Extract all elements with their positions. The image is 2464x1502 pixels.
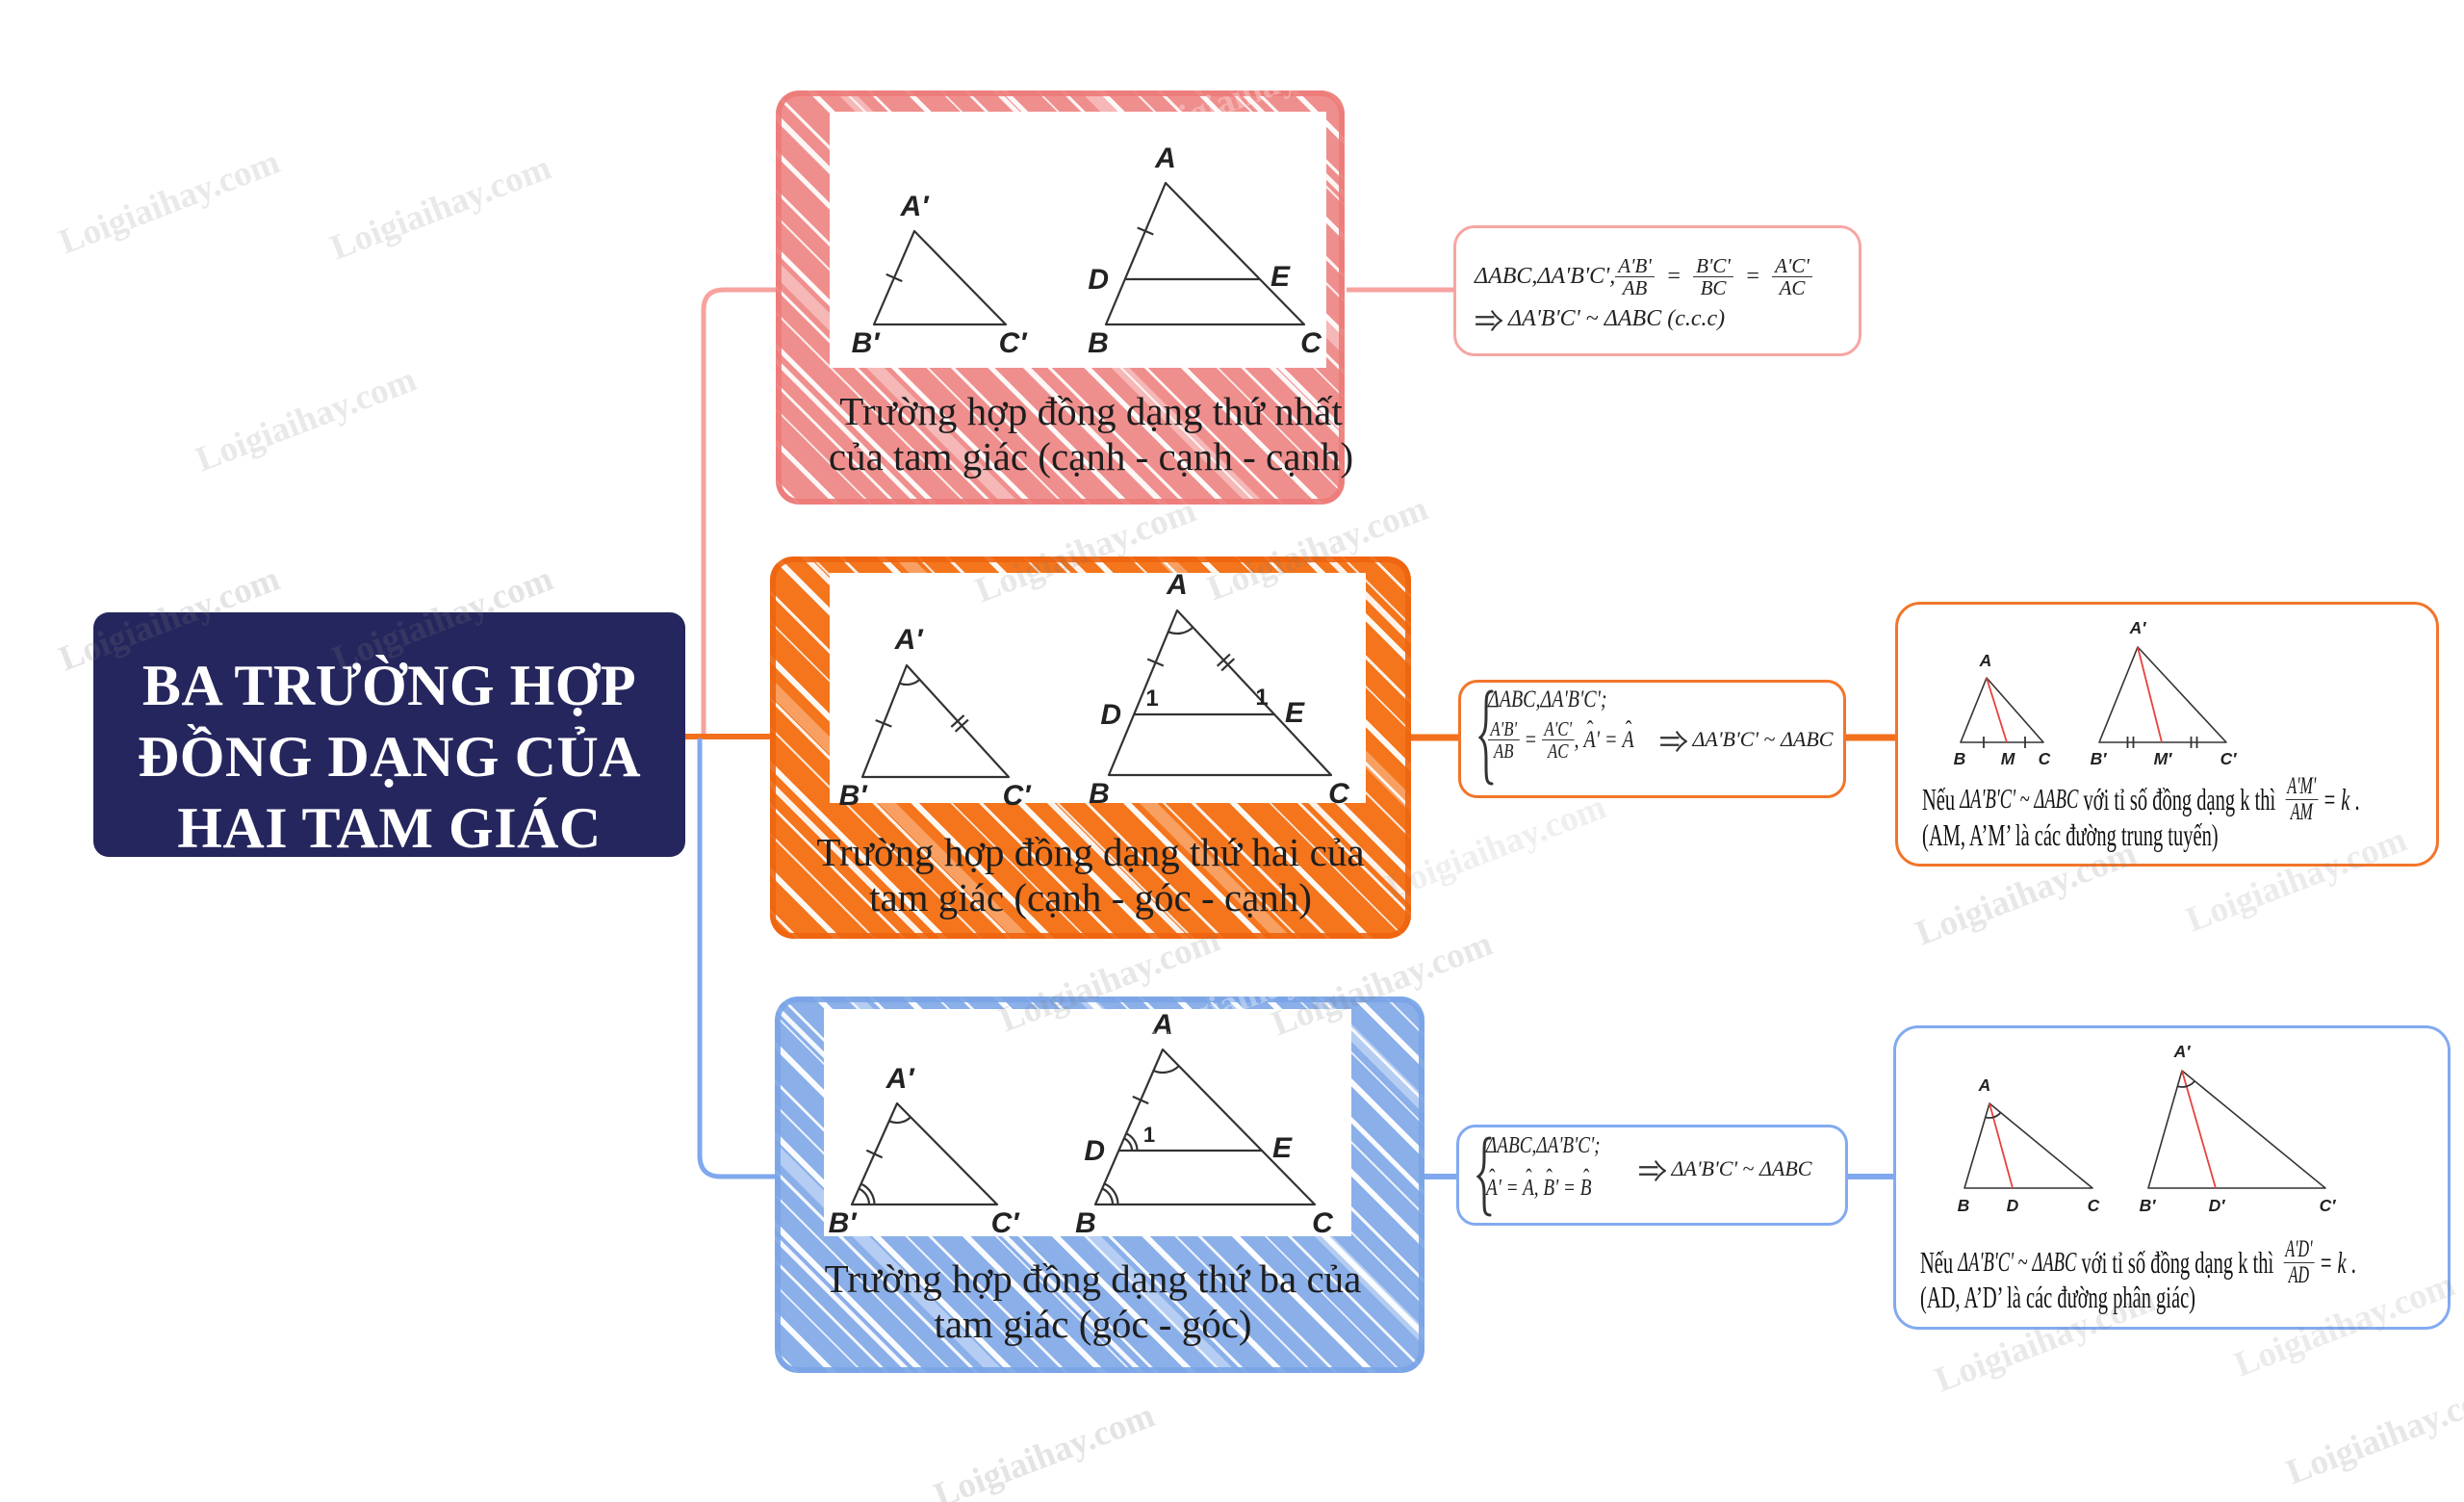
- svg-text:B′: B′: [2140, 1196, 2157, 1215]
- svg-text:B: B: [1088, 327, 1109, 359]
- svg-text:E: E: [1285, 697, 1305, 729]
- svg-text:B: B: [1075, 1207, 1096, 1239]
- svg-text:B: B: [1089, 778, 1110, 810]
- svg-text:C′: C′: [999, 327, 1029, 359]
- svg-text:B: B: [1954, 749, 1966, 768]
- svg-text:C: C: [2039, 749, 2051, 768]
- svg-text:1: 1: [1145, 686, 1158, 712]
- svg-text:M′: M′: [2154, 749, 2173, 768]
- svg-text:A: A: [1978, 1075, 1991, 1095]
- svg-text:C: C: [1312, 1207, 1334, 1239]
- svg-text:B′: B′: [839, 780, 869, 812]
- svg-text:B: B: [1958, 1196, 1970, 1215]
- svg-text:A: A: [1154, 142, 1176, 174]
- svg-text:A: A: [1979, 651, 1992, 670]
- svg-text:1: 1: [1143, 1123, 1155, 1147]
- svg-text:A′: A′: [886, 1063, 916, 1095]
- svg-text:D: D: [1084, 1135, 1105, 1167]
- svg-text:C′: C′: [1003, 780, 1033, 812]
- svg-text:A′: A′: [900, 191, 931, 222]
- svg-text:B′: B′: [829, 1207, 859, 1239]
- svg-text:B′: B′: [2091, 749, 2108, 768]
- svg-text:E: E: [1272, 1132, 1293, 1164]
- svg-text:A′: A′: [894, 624, 925, 656]
- svg-text:A: A: [1166, 569, 1188, 601]
- svg-text:D: D: [2007, 1196, 2019, 1215]
- svg-text:A: A: [1151, 1009, 1173, 1041]
- svg-text:A′: A′: [2173, 1042, 2192, 1061]
- svg-text:D′: D′: [2209, 1196, 2226, 1215]
- svg-text:C′: C′: [991, 1207, 1021, 1239]
- svg-text:B′: B′: [852, 327, 882, 359]
- svg-text:C: C: [1328, 778, 1350, 810]
- svg-text:C′: C′: [2220, 749, 2238, 768]
- svg-text:D: D: [1100, 699, 1121, 731]
- svg-text:1: 1: [1255, 685, 1268, 711]
- svg-text:D: D: [1088, 264, 1109, 296]
- svg-text:C′: C′: [2320, 1196, 2337, 1215]
- svg-text:A′: A′: [2129, 618, 2147, 637]
- svg-text:C: C: [1300, 327, 1322, 359]
- svg-text:M: M: [2001, 749, 2015, 768]
- svg-text:E: E: [1270, 261, 1291, 293]
- svg-text:C: C: [2088, 1196, 2100, 1215]
